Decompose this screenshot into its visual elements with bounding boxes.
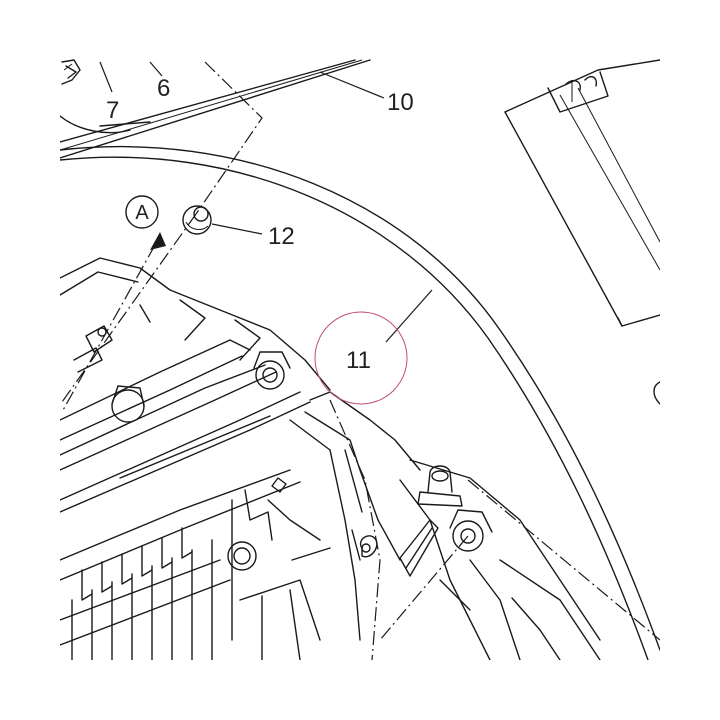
part-12-grommet	[182, 205, 212, 235]
part-10-cover-strip	[60, 59, 371, 159]
leader-10	[319, 71, 385, 99]
callout-10: 10	[387, 89, 414, 116]
part-11-curved-seal	[60, 146, 660, 660]
leader-7	[99, 61, 113, 93]
callout-12: 12	[268, 223, 295, 250]
callout-11: 11	[346, 347, 371, 374]
part-6-7-fragment	[60, 59, 151, 134]
leader-lines	[99, 61, 433, 343]
view-marker-circle	[125, 195, 159, 229]
callout-11-highlight-circle	[314, 311, 408, 405]
view-direction-arrow	[125, 195, 166, 250]
leader-11	[385, 289, 433, 343]
right-edge-fragment	[653, 381, 660, 405]
main-housing	[60, 257, 601, 660]
view-marker-label: A	[135, 202, 149, 224]
leader-12	[211, 223, 263, 235]
callout-7: 7	[106, 97, 119, 124]
top-right-panel	[504, 59, 660, 327]
arrow-head-icon	[150, 232, 166, 250]
assembly-axis-lines	[61, 61, 660, 660]
callout-6: 6	[157, 75, 170, 102]
leader-6	[149, 61, 163, 77]
